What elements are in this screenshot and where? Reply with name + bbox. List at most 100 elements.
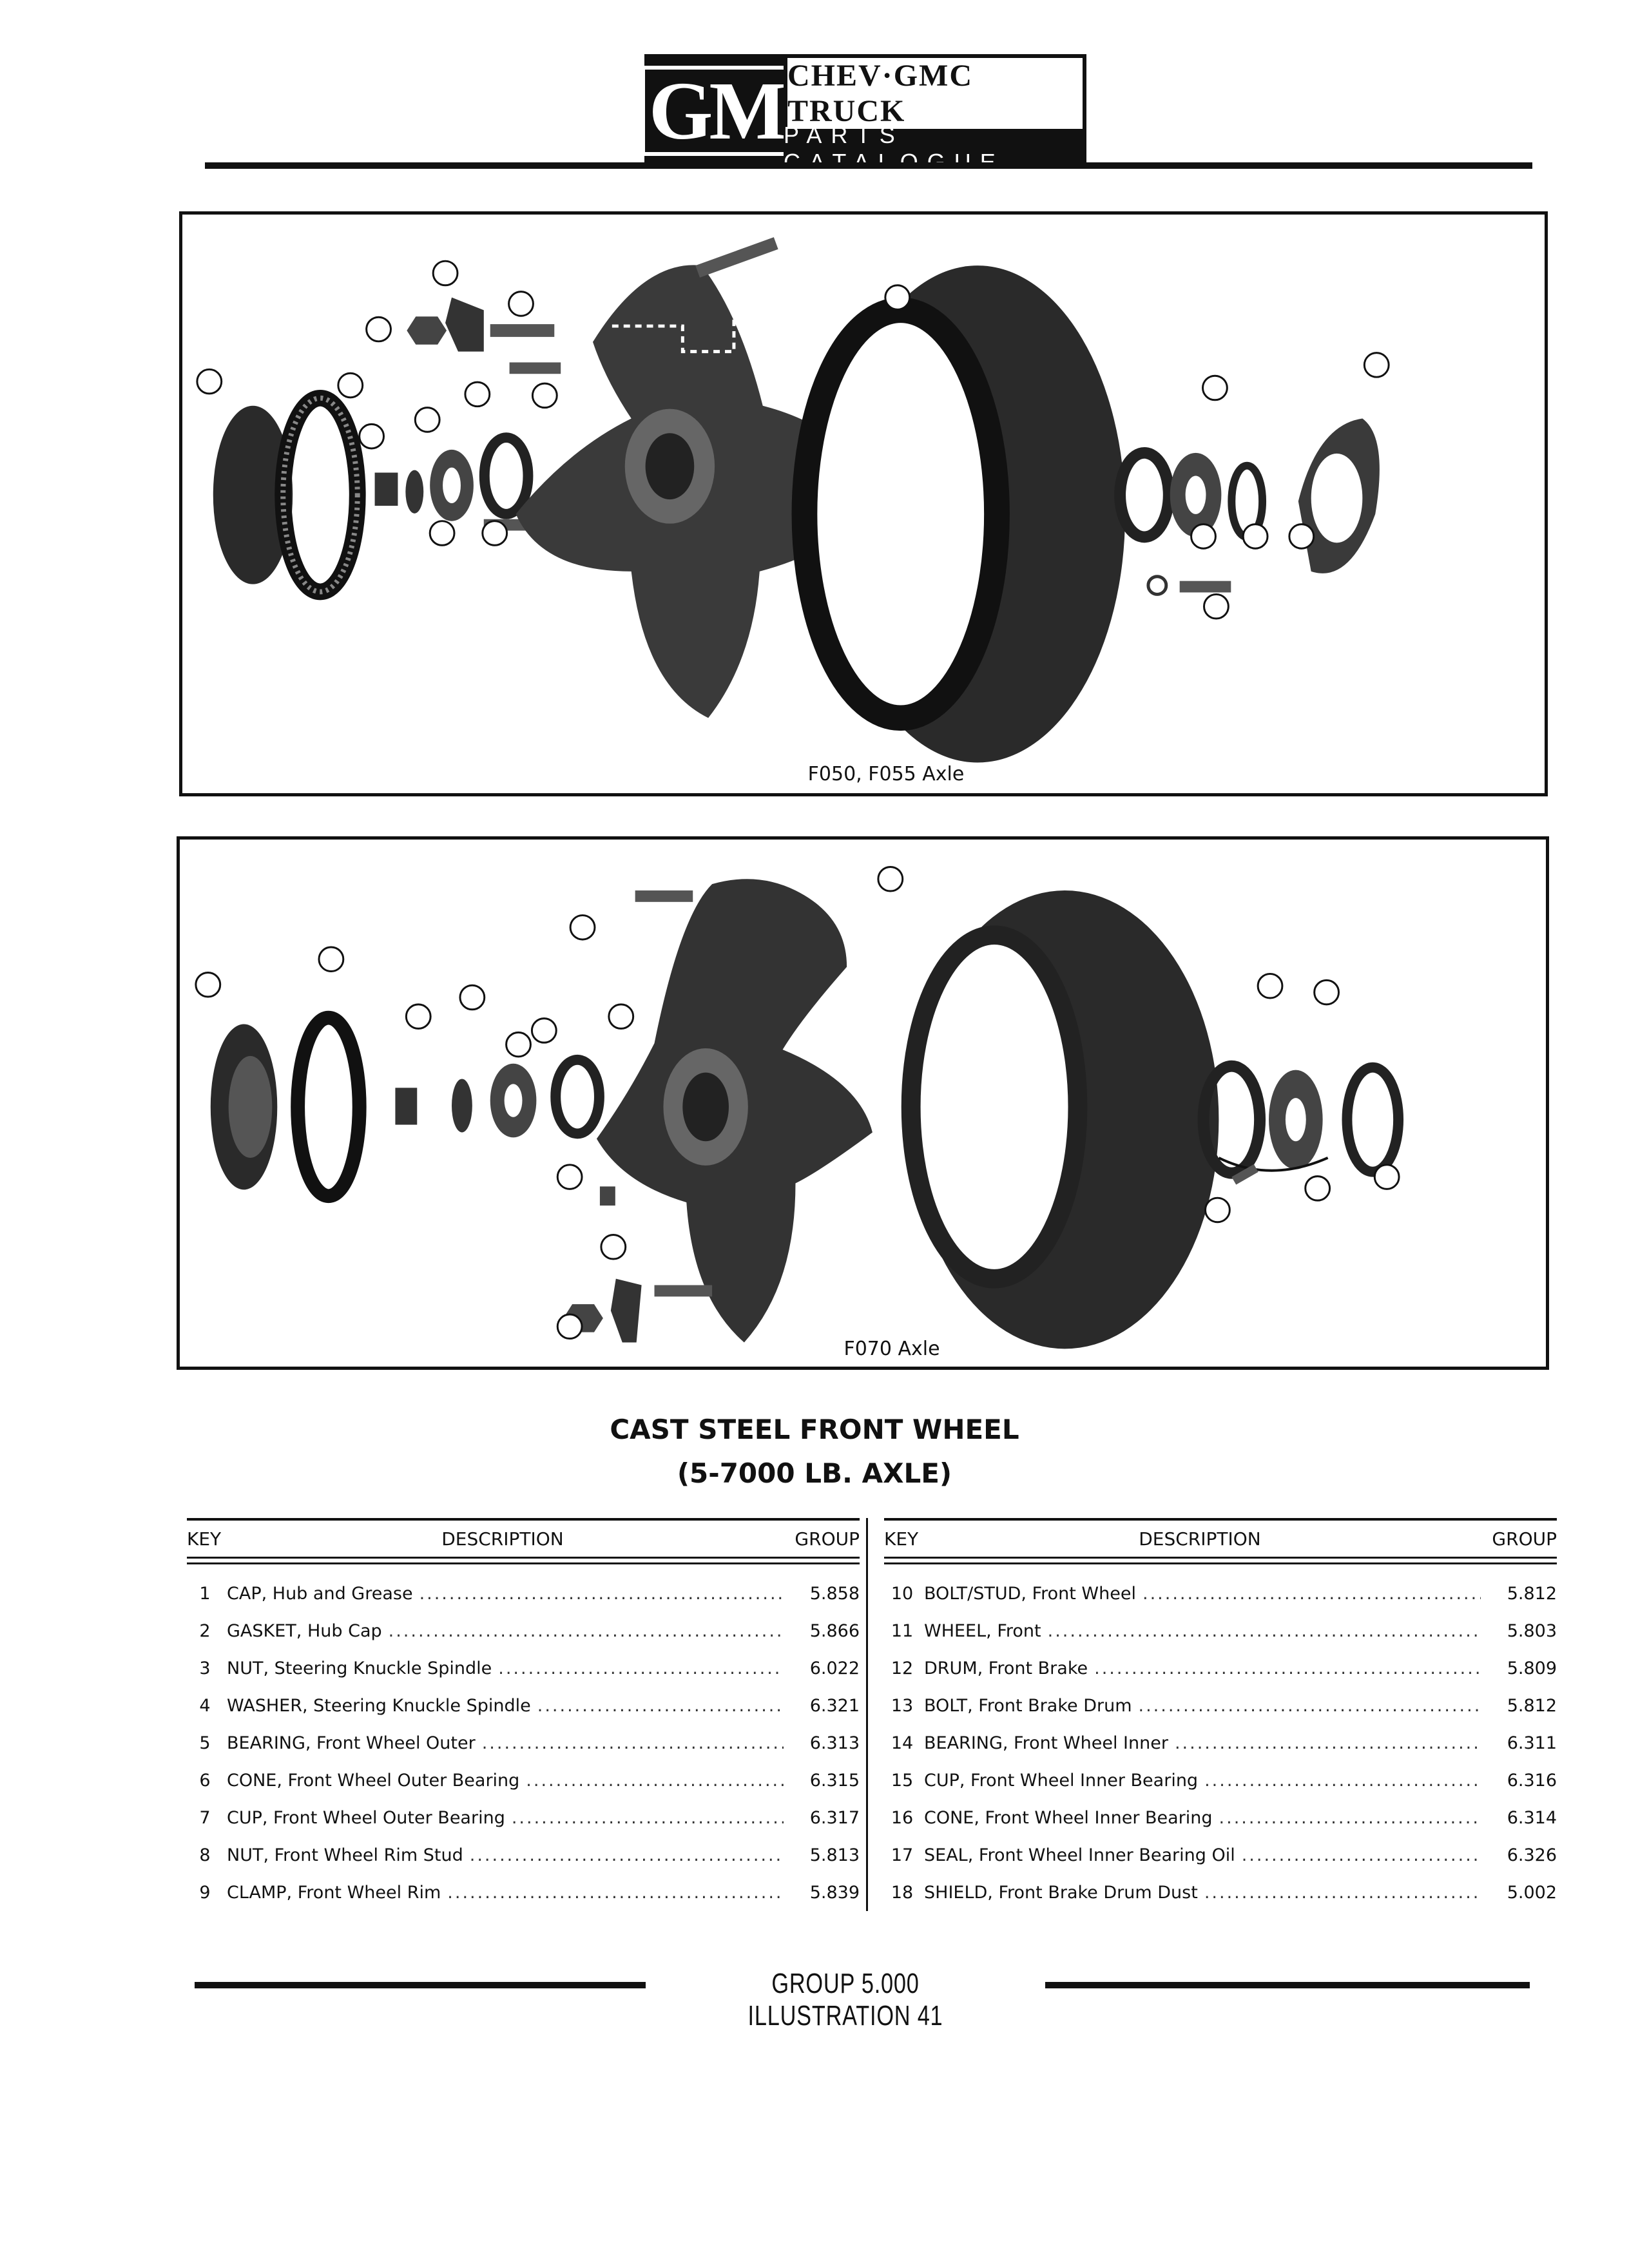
dot-leader xyxy=(1094,1658,1481,1678)
part-group: 6.314 xyxy=(1507,1807,1557,1828)
part-description-cell: SEAL, Front Wheel Inner Bearing Oil xyxy=(920,1845,1486,1865)
table-row: 1 CAP, Hub and Grease 5.858 xyxy=(187,1575,860,1612)
exploded-view-drawing xyxy=(196,237,1390,763)
part-description-cell: GASKET, Hub Cap xyxy=(223,1621,789,1641)
part-key: 7 xyxy=(199,1807,211,1828)
part-description: CAP, Hub and Grease xyxy=(227,1583,413,1604)
part-description: BOLT/STUD, Front Wheel xyxy=(924,1583,1136,1604)
part-group: 5.809 xyxy=(1507,1658,1557,1678)
part-description-cell: NUT, Front Wheel Rim Stud xyxy=(223,1845,789,1865)
part-group: 5.812 xyxy=(1507,1695,1557,1716)
dot-leader xyxy=(498,1658,784,1678)
table-rule xyxy=(187,1518,860,1521)
part-description: SEAL, Front Wheel Inner Bearing Oil xyxy=(924,1845,1235,1865)
part-description-cell: CUP, Front Wheel Inner Bearing xyxy=(920,1771,1486,1791)
part-description: WHEEL, Front xyxy=(924,1620,1041,1641)
part-group: 5.866 xyxy=(809,1620,860,1641)
part-key: 15 xyxy=(891,1770,914,1791)
part-description: WASHER, Steering Knuckle Spindle xyxy=(227,1695,531,1716)
part-key: 4 xyxy=(199,1695,211,1716)
part-key: 16 xyxy=(891,1807,914,1828)
part-description: GASKET, Hub Cap xyxy=(227,1620,382,1641)
part-key: 11 xyxy=(891,1620,914,1641)
part-description: CUP, Front Wheel Inner Bearing xyxy=(924,1770,1199,1791)
dot-leader xyxy=(389,1621,784,1641)
part-key: 10 xyxy=(891,1583,914,1604)
table-rule xyxy=(884,1557,1557,1559)
part-description-cell: WHEEL, Front xyxy=(920,1621,1486,1641)
part-description-cell: DRUM, Front Brake xyxy=(920,1658,1486,1678)
part-group: 6.313 xyxy=(809,1733,860,1753)
table-row: 16 CONE, Front Wheel Inner Bearing 6.314 xyxy=(884,1799,1557,1836)
dot-leader xyxy=(1175,1733,1481,1753)
dot-leader xyxy=(1204,1883,1481,1903)
dot-leader xyxy=(1139,1696,1481,1716)
figure-f050-f055: F050, F055 Axle xyxy=(179,211,1548,796)
table-header: KEY DESCRIPTION GROUP xyxy=(884,1521,1557,1557)
part-key: 1 xyxy=(199,1583,211,1604)
catalogue-subtitle: PARTS CATALOGUE xyxy=(784,122,1083,175)
dot-leader xyxy=(1048,1621,1481,1641)
part-key: 6 xyxy=(199,1770,211,1791)
part-key: 2 xyxy=(199,1620,211,1641)
part-description: BEARING, Front Wheel Inner xyxy=(924,1733,1168,1753)
part-key: 8 xyxy=(199,1845,211,1865)
part-key: 12 xyxy=(891,1658,914,1678)
table-header: KEY DESCRIPTION GROUP xyxy=(187,1521,860,1557)
table-divider xyxy=(866,1518,868,1911)
table-row: 11 WHEEL, Front 5.803 xyxy=(884,1612,1557,1649)
part-description-cell: NUT, Steering Knuckle Spindle xyxy=(223,1658,789,1678)
figure-caption: F070 Axle xyxy=(843,1338,940,1360)
part-description: CLAMP, Front Wheel Rim xyxy=(227,1882,441,1903)
part-group: 6.022 xyxy=(809,1658,860,1678)
header-key: KEY xyxy=(187,1528,222,1550)
part-group: 5.803 xyxy=(1507,1620,1557,1641)
header-group: GROUP xyxy=(1492,1528,1557,1550)
part-description: CONE, Front Wheel Outer Bearing xyxy=(227,1770,520,1791)
part-description-cell: CLAMP, Front Wheel Rim xyxy=(223,1883,789,1903)
logo-text-block: CHEV·GMC TRUCK PARTS CATALOGUE xyxy=(784,58,1083,175)
part-description: CUP, Front Wheel Outer Bearing xyxy=(227,1807,505,1828)
part-key: 14 xyxy=(891,1733,914,1753)
table-rows: 1 CAP, Hub and Grease 5.858 2 GASKET, Hub Ca… xyxy=(187,1575,860,1911)
part-description-cell: SHIELD, Front Brake Drum Dust xyxy=(920,1883,1486,1903)
table-rule xyxy=(187,1562,860,1564)
part-description: CONE, Front Wheel Inner Bearing xyxy=(924,1807,1213,1828)
part-description: NUT, Steering Knuckle Spindle xyxy=(227,1658,492,1678)
table-row: 4 WASHER, Steering Knuckle Spindle 6.321 xyxy=(187,1687,860,1724)
parts-table-right: KEY DESCRIPTION GROUP 10 BOLT/STUD, Front… xyxy=(884,1518,1557,1911)
part-key: 5 xyxy=(199,1733,211,1753)
part-description-cell: CONE, Front Wheel Outer Bearing xyxy=(223,1771,789,1791)
dot-leader xyxy=(1204,1771,1481,1791)
part-group: 5.858 xyxy=(809,1583,860,1604)
part-description-cell: CUP, Front Wheel Outer Bearing xyxy=(223,1808,789,1828)
table-row: 14 BEARING, Front Wheel Inner 6.311 xyxy=(884,1724,1557,1762)
part-description: NUT, Front Wheel Rim Stud xyxy=(227,1845,463,1865)
dot-leader xyxy=(512,1808,784,1828)
dot-leader xyxy=(1242,1845,1481,1865)
part-description-cell: CAP, Hub and Grease xyxy=(223,1584,789,1604)
footer-illustration-label: GROUP 5.000 ILLUSTRATION 41 xyxy=(747,1968,943,2032)
table-row: 5 BEARING, Front Wheel Outer 6.313 xyxy=(187,1724,860,1762)
figure-f070: F070 Axle xyxy=(177,836,1549,1370)
table-rule xyxy=(884,1562,1557,1564)
gm-logo-mark: GM xyxy=(641,58,791,164)
part-description-cell: BOLT, Front Brake Drum xyxy=(920,1696,1486,1716)
header-rule xyxy=(205,162,1532,169)
part-description-cell: CONE, Front Wheel Inner Bearing xyxy=(920,1808,1486,1828)
dot-leader xyxy=(526,1771,784,1791)
part-group: 6.321 xyxy=(809,1695,860,1716)
part-description: BEARING, Front Wheel Outer xyxy=(227,1733,476,1753)
table-rows: 10 BOLT/STUD, Front Wheel 5.812 11 WHEEL, Fr… xyxy=(884,1575,1557,1911)
part-group: 6.316 xyxy=(1507,1770,1557,1791)
part-group: 6.311 xyxy=(1507,1733,1557,1753)
table-rule xyxy=(884,1518,1557,1521)
part-description: DRUM, Front Brake xyxy=(924,1658,1088,1678)
